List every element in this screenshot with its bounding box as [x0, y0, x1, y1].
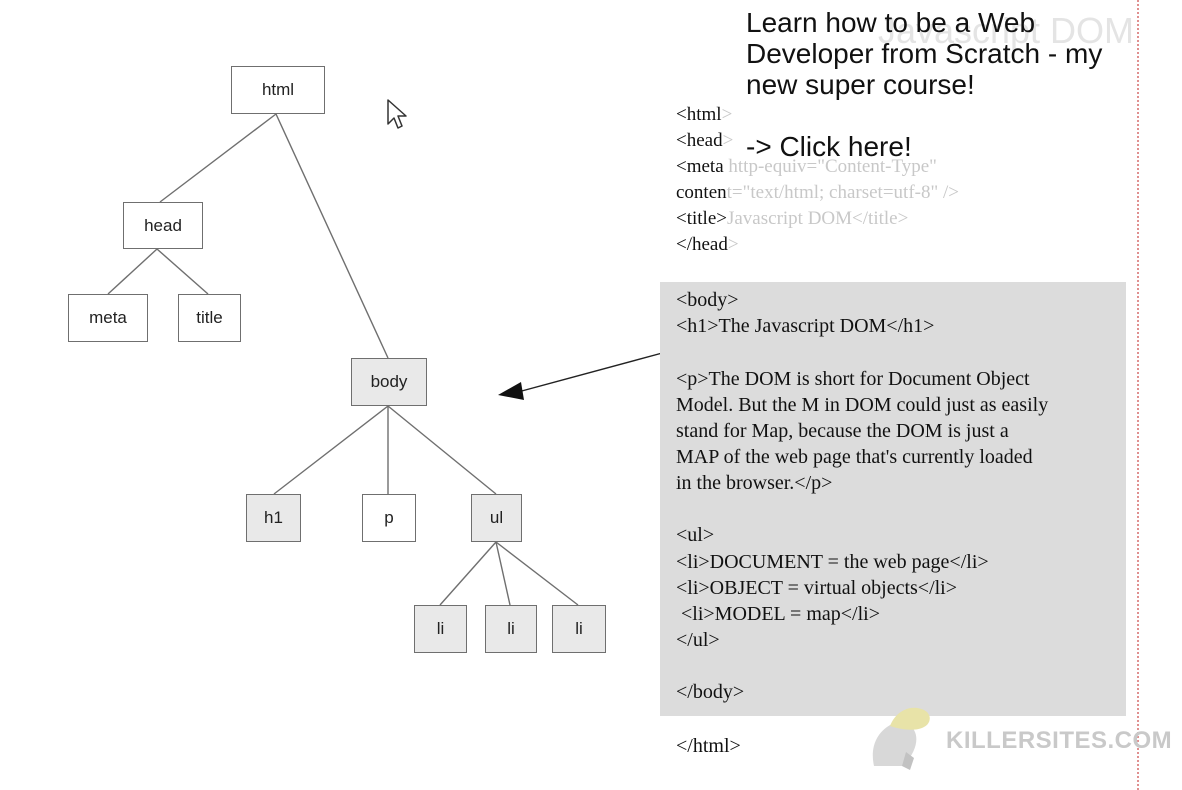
killersites-logo-icon: [872, 707, 930, 770]
code-body-line: <ul>: [676, 524, 715, 546]
click-here-link[interactable]: -> Click here!: [746, 131, 912, 162]
code-body-line: stand for Map, because the DOM is just a: [676, 420, 1009, 442]
code-body-line: <li>OBJECT = virtual objects</li>: [676, 577, 958, 599]
watermark-text: KILLERSITES.COM: [946, 727, 1173, 754]
edge-html-head: [159, 113, 277, 203]
code-meta: <meta http-equiv="Content-Type": [676, 156, 937, 177]
code-html-close: </html>: [676, 735, 741, 757]
node-meta: meta: [68, 294, 148, 342]
node-p: p: [362, 494, 416, 542]
body-code-panel: [660, 282, 1126, 716]
node-li-1: li: [414, 605, 467, 653]
code-body-line: <li>MODEL = map</li>: [676, 603, 880, 625]
pointer-arrow: [498, 349, 669, 400]
node-ul: ul: [471, 494, 522, 542]
promo-line-3: new super course!: [746, 69, 975, 100]
code-body-line: in the browser.</p>: [676, 472, 833, 494]
node-li-2: li: [485, 605, 537, 653]
edge-body-ul: [387, 405, 497, 495]
node-body: body: [351, 358, 427, 406]
node-h1: h1: [246, 494, 301, 542]
node-li-3: li: [552, 605, 606, 653]
code-body-line: <body>: [676, 289, 739, 311]
edge-ul-li3: [495, 541, 579, 606]
code-head-open: <head>: [676, 130, 734, 151]
node-html: html: [231, 66, 325, 114]
code-title: <title>Javascript DOM</title>: [676, 208, 909, 229]
code-html-open: <html>: [676, 104, 733, 125]
code-body-line: <li>DOCUMENT = the web page</li>: [676, 551, 989, 573]
code-head-close: </head>: [676, 234, 739, 255]
code-body-line: <p>The DOM is short for Document Object: [676, 368, 1030, 390]
edge-ul-li2: [495, 541, 511, 606]
edge-head-meta: [107, 248, 158, 295]
edge-head-title: [156, 248, 209, 295]
code-body-line: </ul>: [676, 629, 720, 651]
mouse-cursor-icon: [387, 99, 407, 129]
edge-body-h1: [273, 405, 389, 495]
code-body-line: <h1>The Javascript DOM</h1>: [676, 315, 935, 337]
faded-slide-title: Javascript DOM: [878, 10, 1135, 51]
promo-line-2: Developer from Scratch - my: [746, 38, 1103, 69]
edge-ul-li1: [439, 541, 497, 606]
code-body-line: MAP of the web page that's currently loa…: [676, 446, 1033, 468]
edge-html-body: [275, 113, 389, 359]
code-body-line: </body>: [676, 681, 745, 703]
node-title: title: [178, 294, 241, 342]
promo-line-1: Learn how to be a Web: [746, 7, 1036, 38]
node-head: head: [123, 202, 203, 249]
page-edge-divider: [1137, 0, 1139, 790]
code-body-line: Model. But the M in DOM could just as ea…: [676, 394, 1049, 416]
code-content: content="text/html; charset=utf-8" />: [676, 182, 959, 203]
